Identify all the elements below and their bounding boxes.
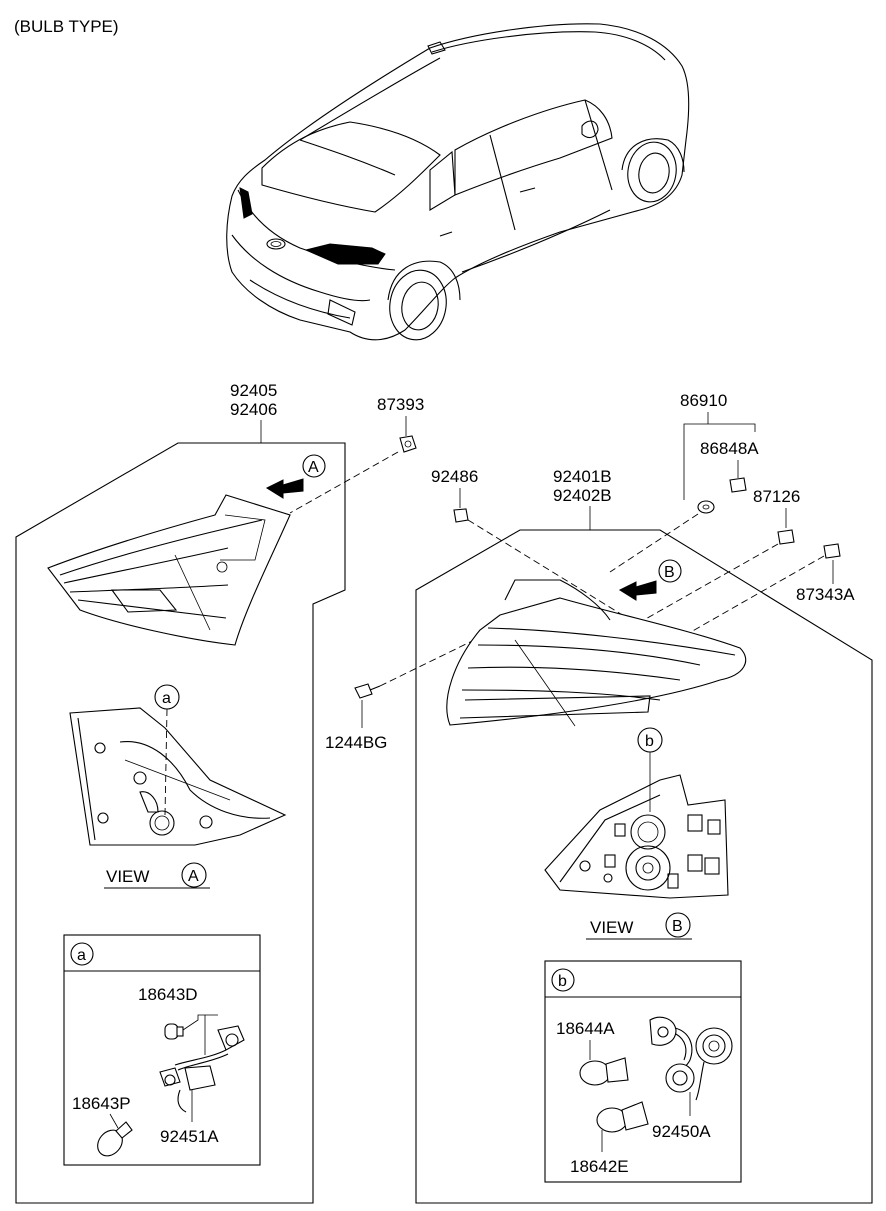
part-92450A-label: 92450A	[652, 1122, 711, 1141]
part-18643D-label: 18643D	[138, 985, 198, 1004]
detail-b-letter: b	[558, 973, 567, 990]
part-87343A-label: 87343A	[796, 585, 855, 604]
view-a-letter: A	[188, 868, 199, 885]
part-18642E-label: 18642E	[570, 1157, 629, 1176]
part-92486-label: 92486	[431, 467, 478, 486]
callout-a-leader	[164, 708, 168, 816]
part-87393-label: 87393	[377, 395, 424, 414]
screw-1244BG	[354, 683, 373, 699]
arrow-b	[618, 580, 657, 601]
part-1244BG-label: 1244BG	[325, 733, 387, 752]
right-panel-frame	[415, 529, 873, 1204]
part-87126-label: 87126	[753, 487, 800, 506]
leader-87343A	[667, 555, 825, 646]
part-92401B-label: 92401B	[553, 467, 612, 486]
detail-a-parts	[97, 1014, 245, 1157]
part-92451A-label: 92451A	[160, 1127, 219, 1146]
callout-b-letter: b	[645, 733, 654, 750]
left-panel-frame	[15, 442, 346, 1204]
part-18643P-label: 18643P	[72, 1094, 131, 1113]
clip-87343A	[823, 543, 841, 559]
callout-a-letter: a	[162, 690, 171, 707]
view-a-lamp-back	[69, 707, 287, 846]
detail-a-marker	[70, 942, 94, 966]
part-86848A-label: 86848A	[700, 439, 759, 458]
leader-86910	[609, 513, 699, 573]
view-a-label: VIEW	[106, 867, 149, 886]
detail-a-letter: a	[77, 947, 86, 964]
arrow-a-letter: A	[308, 459, 319, 476]
arrow-b-letter: B	[664, 564, 675, 581]
arrow-b-marker	[658, 559, 682, 583]
inner-tail-lamp	[446, 579, 747, 727]
grommet-86910	[697, 500, 715, 514]
detail-b-marker	[551, 968, 575, 992]
fastener-92486	[453, 508, 469, 523]
view-b-label: VIEW	[590, 918, 633, 937]
clip-86848A	[729, 477, 747, 493]
part-18644A-label: 18644A	[556, 1019, 615, 1038]
detail-b-box	[544, 960, 742, 1183]
view-a-marker	[181, 862, 207, 888]
arrow-a	[265, 478, 304, 499]
nut-87393	[399, 435, 417, 453]
part-86910-label: 86910	[680, 391, 727, 410]
view-b-marker	[665, 912, 691, 938]
detail-a-box	[63, 934, 261, 1166]
part-92402B-label: 92402B	[553, 486, 612, 505]
view-b-letter: B	[672, 918, 683, 935]
part-92405-label: 92405	[230, 381, 277, 400]
part-92406-label: 92406	[230, 400, 277, 419]
clip-87126	[777, 529, 795, 545]
leader-87126	[634, 543, 779, 626]
view-b-lamp-back	[544, 774, 729, 899]
leader-87393	[289, 451, 399, 514]
car-illustration	[226, 23, 690, 341]
outer-tail-lamp	[47, 494, 291, 646]
arrow-a-marker	[302, 454, 326, 478]
detail-b-parts	[579, 1016, 733, 1152]
diagram-title: (BULB TYPE)	[14, 17, 119, 36]
